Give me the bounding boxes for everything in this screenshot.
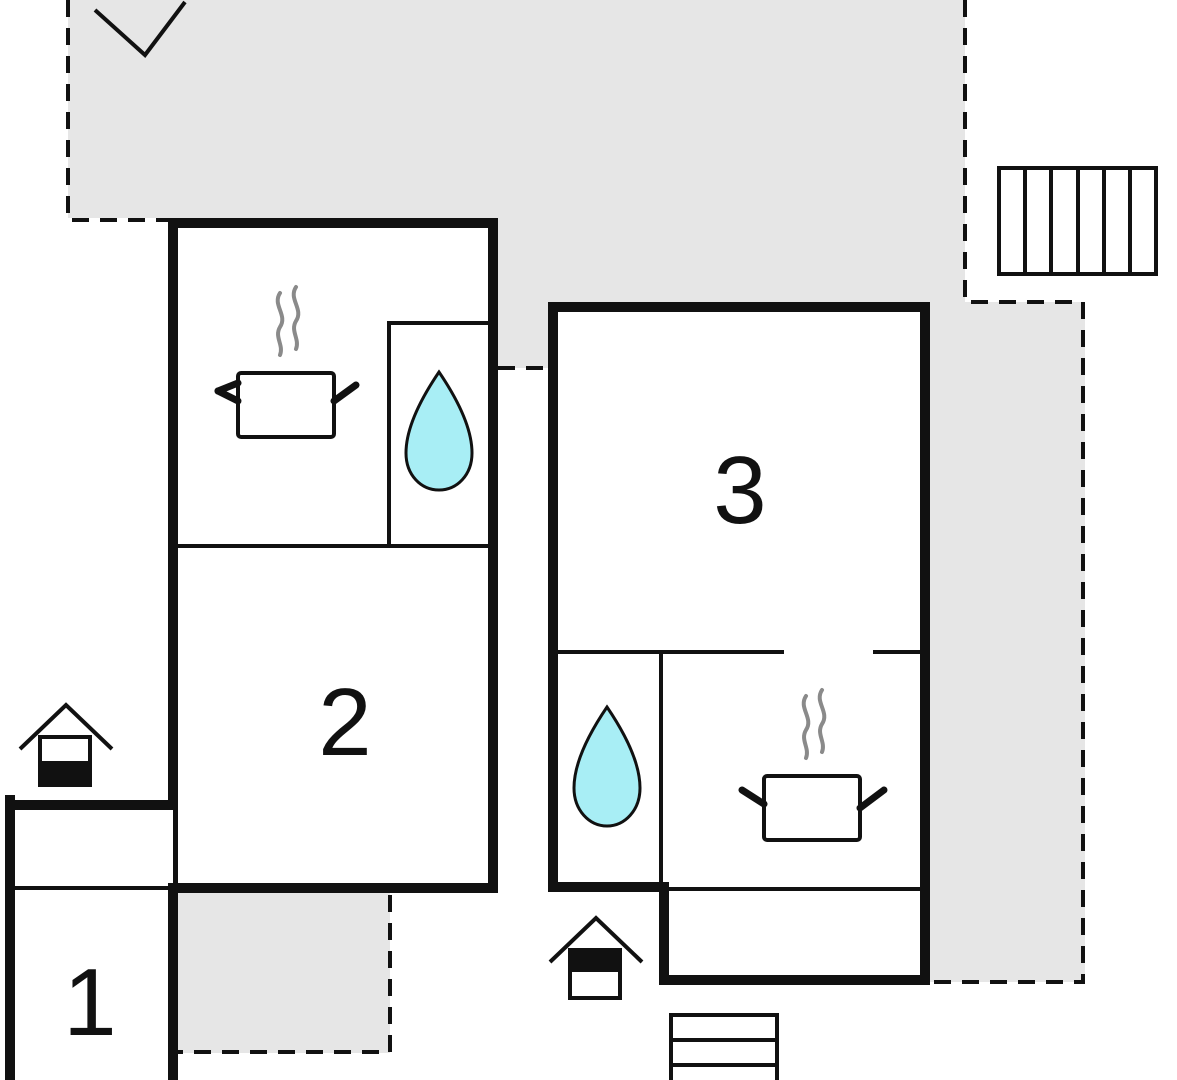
room-label-2: 2 [318, 669, 371, 776]
terrace-top [68, 0, 965, 368]
room-label-1: 1 [63, 949, 116, 1056]
terraces [68, 0, 1085, 1053]
stairs-icon [669, 1013, 779, 1080]
building-right [548, 302, 930, 985]
house-entrance-icon [548, 915, 644, 1000]
terrace-bottom [178, 893, 390, 1053]
terrace-right [930, 302, 1085, 982]
water-drop-icon [404, 369, 474, 492]
room-label-3: 3 [713, 437, 766, 544]
terrace-outlines [66, 0, 1085, 1054]
cooking-pot-icon [214, 285, 360, 439]
cooking-pot-icon [738, 688, 888, 842]
stairs-icon [997, 166, 1158, 276]
north-arrow-icon [93, 0, 187, 58]
house-entrance-icon [18, 702, 114, 787]
water-drop-icon [572, 704, 642, 828]
